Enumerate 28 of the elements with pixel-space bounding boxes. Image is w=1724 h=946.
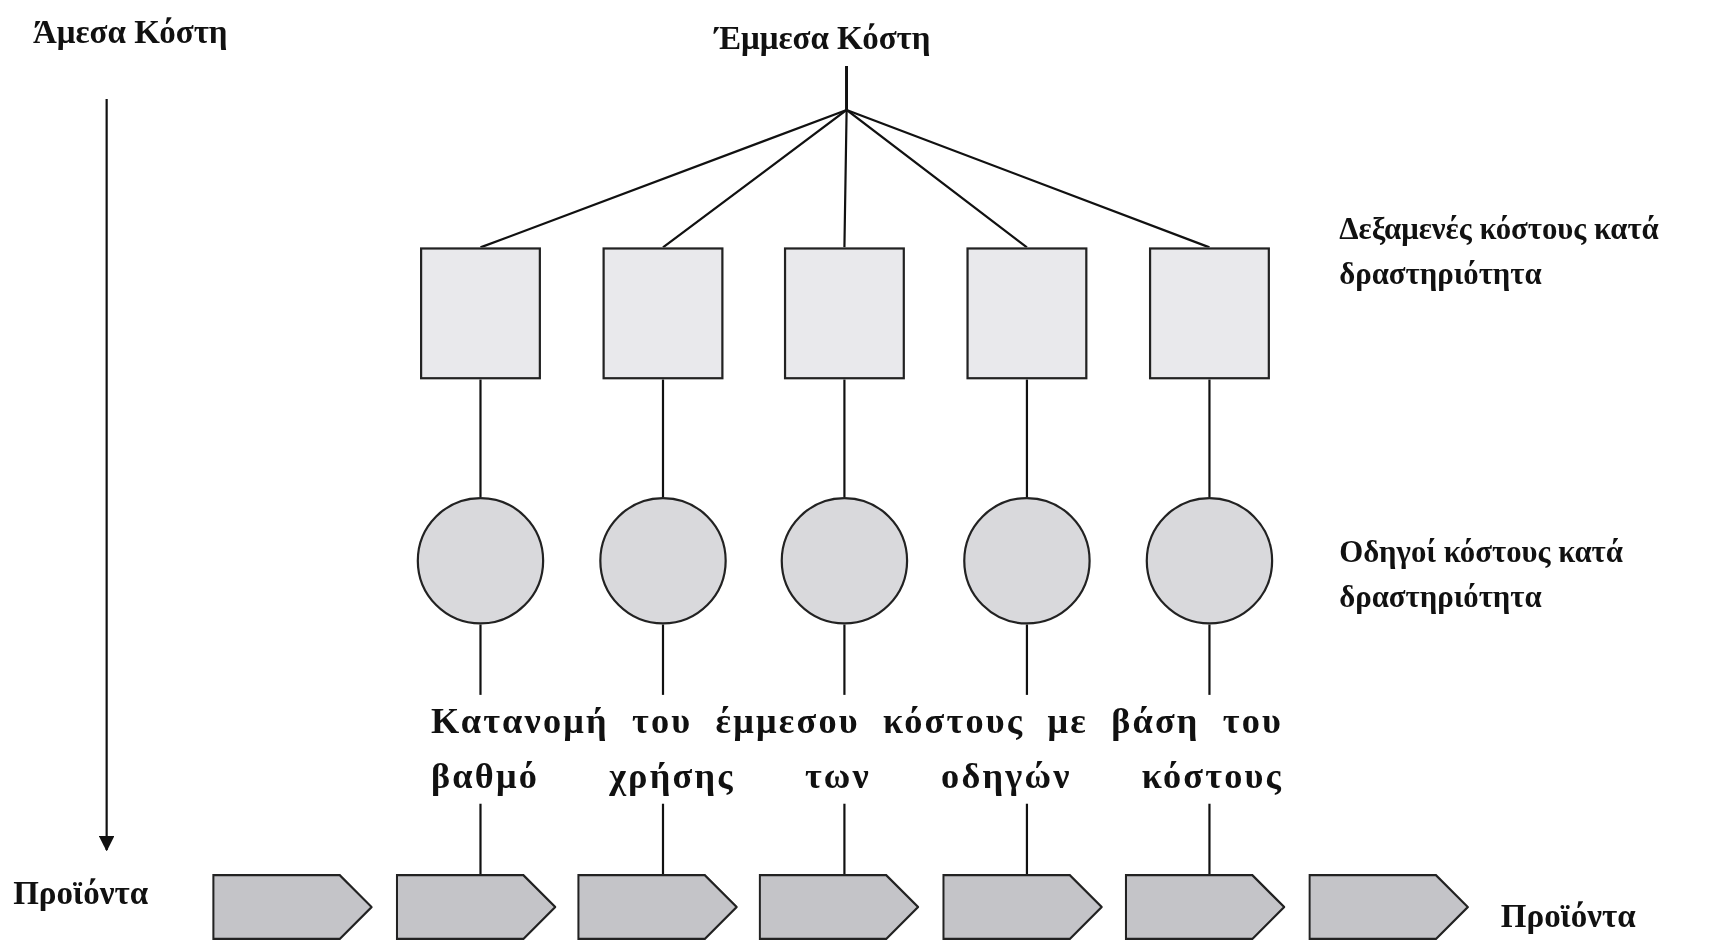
connector-line — [843, 379, 846, 497]
product-arrow-shape — [1308, 874, 1469, 941]
connector-line — [1025, 624, 1029, 875]
connector-line — [661, 624, 665, 875]
connector-line — [479, 379, 482, 497]
cost-pool-box — [783, 247, 905, 380]
cost-pool-box — [966, 247, 1088, 380]
products-label: Προϊόντα — [13, 874, 195, 919]
cost-heading: Έμμεσα Κόστη — [714, 19, 979, 64]
product-arrow-shape — [942, 874, 1103, 941]
side-label: Δεξαμενές κόστους κατά δραστηριότητα — [1339, 210, 1660, 293]
connector-line — [845, 65, 1210, 249]
product-arrow-shape — [1124, 874, 1286, 941]
product-arrow-shape — [395, 874, 557, 941]
arrow — [98, 98, 115, 852]
cost-pool-box — [602, 247, 724, 380]
side-label: Οδηγοί κόστους κατά δραστηριότητα — [1339, 533, 1624, 616]
product-arrow-shape — [577, 874, 738, 941]
cost-pool-box — [1149, 247, 1270, 380]
cost-heading: Άμεσα Κόστη — [33, 13, 286, 58]
connector-line — [1025, 379, 1029, 497]
product-arrow-shape — [212, 874, 373, 941]
connector-line — [661, 379, 665, 497]
products-label: Προϊόντα — [1500, 896, 1636, 936]
cost-pool-box — [420, 247, 541, 380]
allocation-note: Κατανομή του έμμεσου κόστους με βάση του βαθμό χρήσης των οδηγών κόστους — [431, 694, 1284, 804]
product-arrow-shape — [758, 874, 920, 941]
connector-line — [1208, 379, 1211, 497]
